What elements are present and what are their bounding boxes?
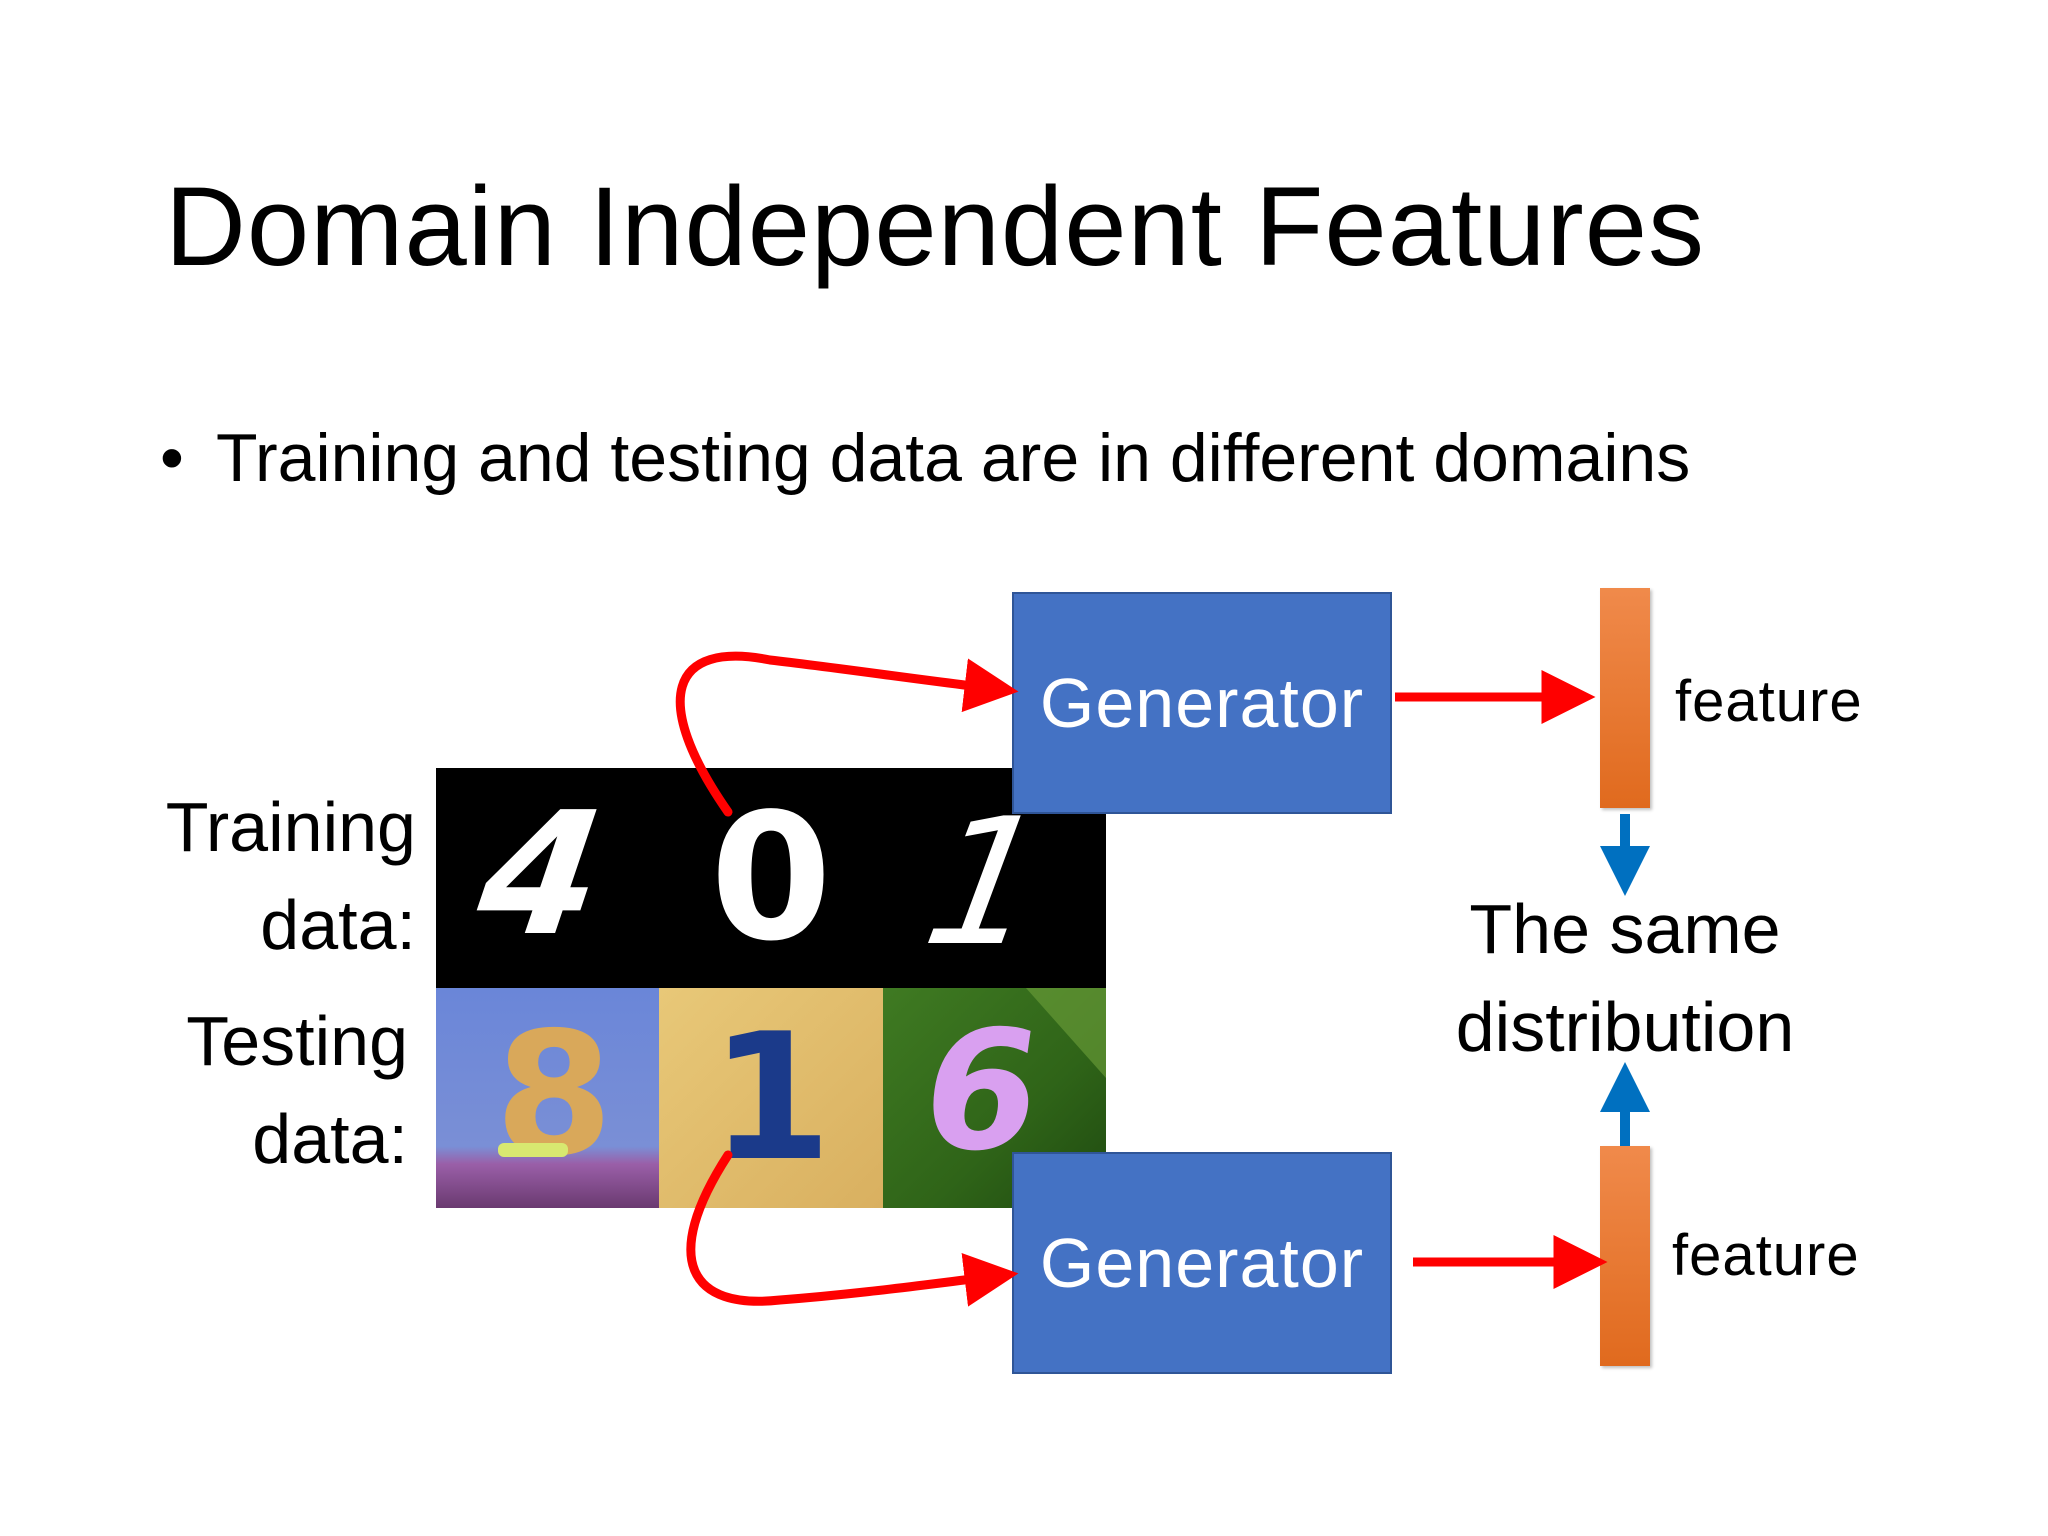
generator-box-bottom: Generator bbox=[1012, 1152, 1392, 1374]
generator-box-top: Generator bbox=[1012, 592, 1392, 814]
slide-title: Domain Independent Features bbox=[165, 164, 1705, 289]
same-distribution-label: The same distribution bbox=[1400, 880, 1850, 1076]
feature-bar-top bbox=[1600, 588, 1650, 808]
testing-data-label: Testing data: bbox=[186, 992, 408, 1188]
generator-top-label: Generator bbox=[1039, 664, 1365, 742]
training-data-label: Training data: bbox=[166, 778, 416, 974]
training-digit-1: 4 bbox=[467, 776, 614, 974]
training-digits: 4 0 1 bbox=[467, 776, 1060, 985]
bullet-text: Training and testing data are in differe… bbox=[216, 420, 1691, 496]
testing-data-image: 8 1 6 bbox=[436, 988, 1106, 1208]
arrow-testing-to-generator bbox=[686, 1150, 1019, 1307]
testing-digit-2: 1 bbox=[710, 997, 832, 1200]
training-label-line2: data: bbox=[260, 886, 416, 964]
testing-digits: 8 1 6 bbox=[436, 988, 1106, 1208]
feature-bar-bottom bbox=[1600, 1146, 1650, 1366]
distribution-line2: distribution bbox=[1455, 988, 1795, 1066]
bullet-point: • Training and testing data are in differ… bbox=[160, 418, 1690, 500]
bullet-dot-icon: • bbox=[160, 420, 184, 496]
training-data-image: 4 0 1 bbox=[436, 768, 1106, 988]
distribution-line1: The same bbox=[1469, 890, 1781, 968]
training-label-line1: Training bbox=[165, 788, 416, 866]
testing-label-line2: data: bbox=[252, 1100, 408, 1178]
testing-digit-1: 8 bbox=[495, 996, 613, 1194]
arrow-training-to-generator bbox=[675, 651, 1019, 817]
generator-bottom-label: Generator bbox=[1039, 1224, 1365, 1302]
feature-label-bottom: feature bbox=[1672, 1223, 1860, 1288]
testing-label-line1: Testing bbox=[186, 1002, 408, 1080]
feature-label-top: feature bbox=[1675, 669, 1863, 734]
